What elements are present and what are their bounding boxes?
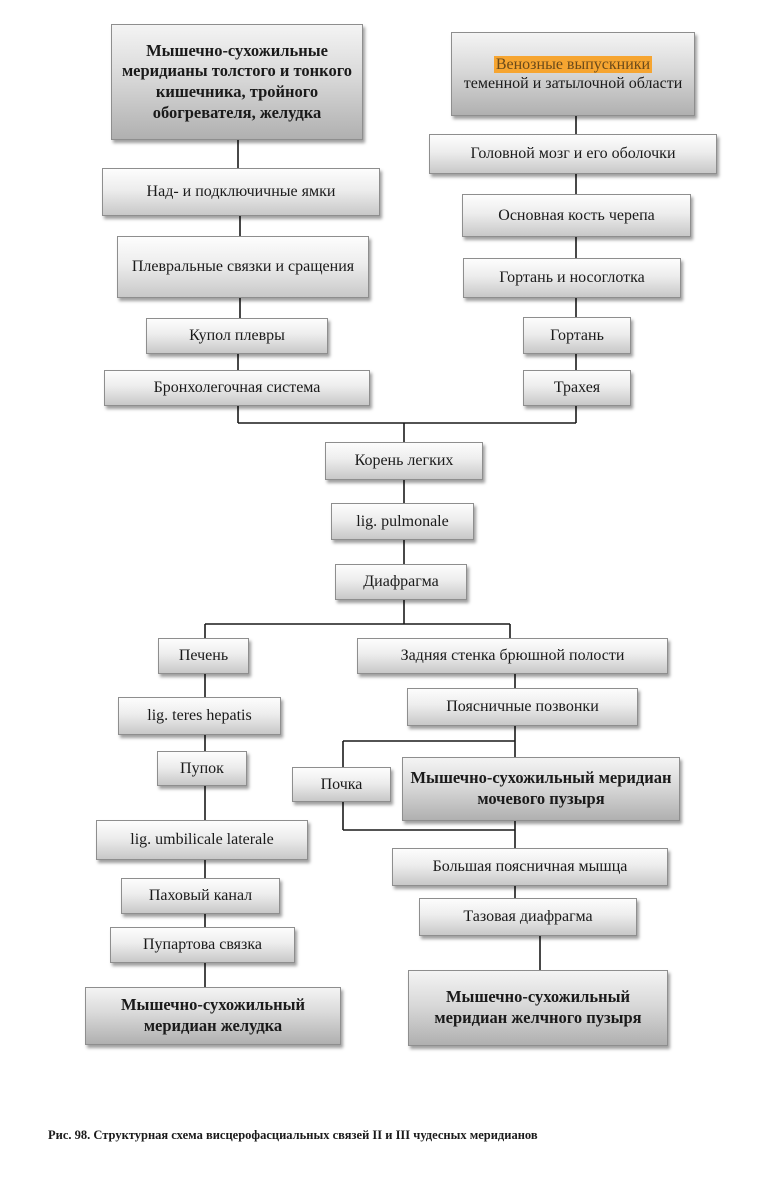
node-sphenoid: Основная кость черепа [462,194,691,237]
highlighted-text: Венозные выпускники [493,55,653,73]
node-pleural-ligaments: Плевральные связки и сращения [117,236,369,298]
figure-caption: Рис. 98. Структурная схема висцерофасциа… [48,1128,538,1142]
node-diaphragm: Диафрагма [335,564,467,600]
node-gallbladder-meridian: Мышечно-сухожильный меридиан желчного пу… [408,970,668,1046]
node-lumbar-vertebrae: Поясничные позвонки [407,688,638,726]
node-poupart: Пупартова связка [110,927,295,963]
node-larynx: Гортань [523,317,631,354]
node-navel: Пупок [157,751,247,786]
node-stomach-meridian: Мышечно-сухожильный меридиан желудка [85,987,341,1045]
node-inguinal-canal: Паховый канал [121,878,280,914]
node-trachea: Трахея [523,370,631,406]
node-larynx-nasopharynx: Гортань и носоглотка [463,258,681,298]
node-lung-root: Корень легких [325,442,483,480]
node-bronchopulmonary: Бронхолегочная система [104,370,370,406]
node-posterior-wall: Задняя стенка брюшной полости [357,638,668,674]
node-psoas: Большая поясничная мышца [392,848,668,886]
node-lig-teres: lig. teres hepatis [118,697,281,735]
node-lig-umbilicale: lig. umbilicale laterale [96,820,308,860]
node-liver: Печень [158,638,249,674]
node-top-right: Венозные выпускники теменной и затылочно… [451,32,695,116]
node-bladder-meridian: Мышечно-сухожильный меридиан мочевого пу… [402,757,680,821]
node-lig-pulmonale: lig. pulmonale [331,503,474,540]
node-subclavian: Над- и подключичные ямки [102,168,380,216]
node-pelvic-diaphragm: Тазовая диафрагма [419,898,637,936]
node-top-left: Мышечно-сухожильные меридианы толстого и… [111,24,363,140]
node-pleura-dome: Купол плевры [146,318,328,354]
node-brain: Головной мозг и его оболочки [429,134,717,174]
node-kidney: Почка [292,767,391,802]
